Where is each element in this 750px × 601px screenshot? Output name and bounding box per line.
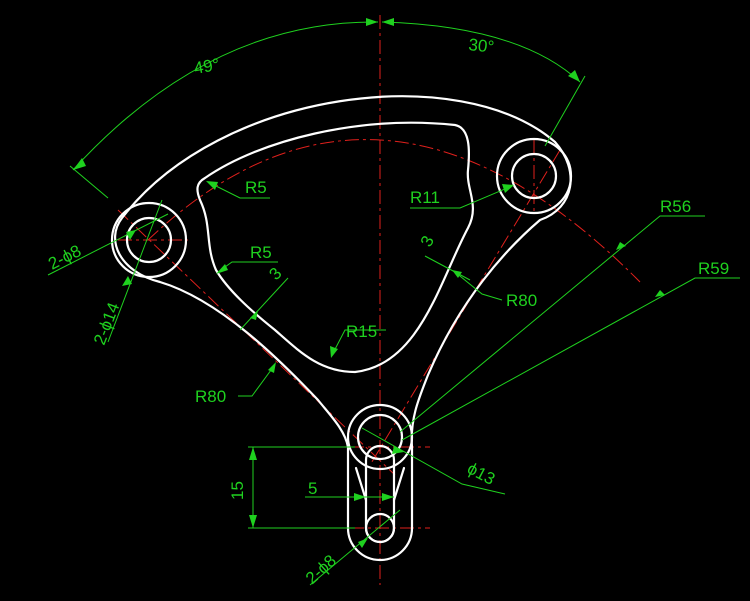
bottom-hole-circle — [356, 413, 404, 461]
label-wall-right: 3 — [417, 233, 438, 250]
arrow-r5-left — [216, 264, 228, 274]
dimension-lines — [47, 18, 740, 586]
arrow-r80-left — [268, 362, 276, 373]
arrow-phi13 — [392, 446, 404, 454]
arrow-wall-left — [250, 310, 258, 320]
arrow-height-top — [249, 447, 257, 460]
leader-boss-left — [107, 199, 163, 343]
label-r5-left: R5 — [250, 243, 272, 262]
label-boss-left: 2-ϕ14 — [90, 300, 123, 347]
arrow-r56 — [616, 242, 626, 250]
arrow-angle-left — [73, 158, 86, 170]
dimension-labels: 49° 30° R5 R11 R56 R59 2-ϕ8 2-ϕ14 R5 3 3… — [45, 35, 729, 588]
leader-phi13 — [361, 427, 506, 495]
arrow-height-bottom — [249, 515, 257, 528]
center-lines — [117, 15, 641, 585]
label-hole-slot: 2-ϕ8 — [302, 551, 340, 588]
left-boss-circle — [110, 201, 188, 279]
label-r15: R15 — [346, 322, 377, 341]
inner-cutout — [196, 121, 474, 374]
angle-dim-arc-30 — [381, 21, 581, 83]
label-r80-left: R80 — [195, 387, 226, 406]
angle-dim-arc-49 — [72, 21, 379, 171]
label-wall-left: 3 — [265, 264, 285, 284]
arrow-r15 — [330, 346, 338, 358]
label-r5-top: R5 — [245, 178, 267, 197]
arrow-r5-top — [206, 181, 218, 190]
leader-r80-right — [454, 271, 503, 301]
arrow-angle-center-r — [382, 18, 394, 26]
leader-r5-top — [207, 181, 270, 199]
bottom-boss-circle — [346, 403, 414, 471]
leader-r56 — [399, 215, 705, 433]
label-r56: R56 — [660, 197, 691, 216]
arrow-slot-left — [354, 493, 366, 501]
leader-hole-left — [47, 213, 169, 276]
label-slot-width: 5 — [308, 479, 317, 498]
angle-extension-right — [544, 75, 586, 147]
slot-end-hole — [364, 512, 396, 544]
outer-contour — [113, 95, 572, 562]
label-r11: R11 — [410, 188, 440, 207]
leader-r15 — [331, 329, 386, 356]
leader-r80-left — [238, 365, 275, 397]
right-boss-circle — [495, 137, 573, 215]
angle-extension-left — [69, 165, 109, 199]
leader-r11 — [410, 185, 513, 209]
right-hole-circle — [510, 152, 558, 200]
label-angle-30: 30° — [468, 35, 496, 57]
label-height: 15 — [228, 481, 247, 500]
arrow-wall-right — [452, 270, 462, 278]
leader-hole-slot — [309, 509, 401, 586]
label-r59: R59 — [698, 259, 729, 278]
arrow-boss-left — [122, 276, 132, 286]
label-angle-49: 49° — [192, 55, 221, 78]
arrow-angle-center-l — [366, 18, 378, 26]
slot-waist-left — [354, 466, 368, 502]
arrow-r11 — [502, 184, 514, 193]
part-outline — [110, 95, 573, 562]
arrow-hole-left — [126, 230, 136, 240]
leader-r59 — [401, 277, 740, 441]
left-hole-circle — [125, 216, 173, 264]
label-hole-left: 2-ϕ8 — [45, 241, 84, 273]
arrow-angle-right — [568, 70, 580, 82]
arrow-hole-slot — [358, 538, 368, 548]
wall-dim-left — [239, 277, 289, 331]
wall-dim-right — [424, 255, 471, 281]
arrow-r59 — [655, 290, 665, 297]
label-r80-right: R80 — [506, 291, 537, 310]
label-hole-bottom: ϕ13 — [464, 459, 498, 489]
arrow-slot-right — [382, 493, 394, 501]
slot-waist-right — [392, 466, 406, 502]
